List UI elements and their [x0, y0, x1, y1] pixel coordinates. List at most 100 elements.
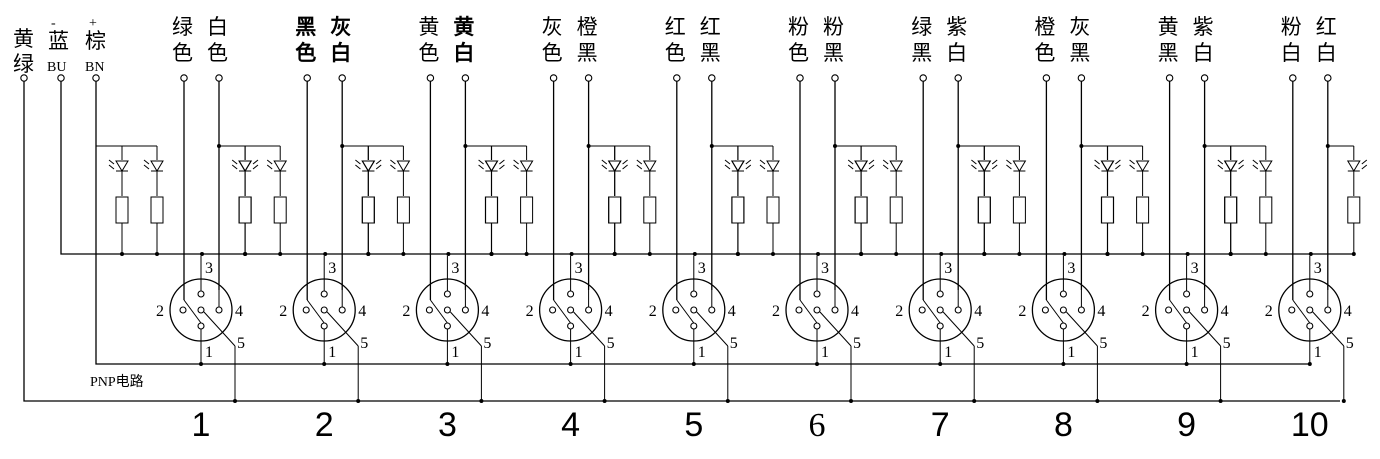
channel-3-minus-junction	[446, 252, 451, 256]
channel-6-led-3	[854, 146, 875, 256]
channel-3-led-3-ray-2	[499, 164, 505, 170]
channel-10-pin-3	[1306, 290, 1314, 298]
channel-8-feed-junction	[1079, 144, 1084, 148]
channel-8-led-2	[1006, 146, 1027, 256]
channel-1-minus-junction	[200, 252, 204, 256]
channel-1-led-2-junction	[155, 252, 159, 256]
channel-8-pin-5	[1059, 306, 1067, 314]
channel-2-feed-junction	[340, 144, 345, 148]
channel-8-led-2-ray-1	[1006, 159, 1012, 165]
channel-8-pin-2-label: 2	[1018, 303, 1026, 320]
channel-4-led-1-junction	[489, 252, 494, 256]
channel-6-ground-junction	[849, 399, 853, 403]
channel-10-pin-2-label: 2	[1265, 303, 1273, 320]
minus-terminal	[57, 74, 65, 82]
channel-4-pin-2-label: 2	[526, 303, 534, 320]
channel-6-led-2-resistor	[766, 196, 780, 224]
channel-8-led-1	[971, 146, 992, 256]
channel-6-plus-junction	[815, 362, 819, 366]
channel-4-ground-junction	[602, 399, 607, 403]
channel-2-pin-4	[338, 306, 346, 314]
channel-2-pin-1-label: 1	[328, 344, 336, 361]
channel-8-pin1-diag	[1045, 299, 1064, 324]
channel-7-pin1-diag	[922, 299, 941, 324]
channel-1-pin-3-label: 3	[205, 260, 213, 277]
channel-2-terminal-b	[338, 74, 346, 82]
channel-7-led-2-junction	[894, 252, 899, 256]
port-number-2: 2	[315, 406, 334, 444]
channel-3-pin-4-label: 4	[481, 303, 489, 320]
channel-9-pin-5-label: 5	[1223, 335, 1231, 352]
channel-5-led-1-resistor	[608, 196, 622, 224]
channel-1-pin-3	[197, 290, 205, 298]
channel-8-pin-1	[1059, 322, 1067, 330]
channel-5-ground-junction	[725, 399, 730, 403]
channel-7-led-2-resistor	[889, 196, 903, 224]
channel-9-pin-1	[1183, 322, 1191, 330]
channel-4-terminal-a	[549, 74, 558, 82]
channel-4-pin-1	[567, 322, 575, 330]
channel-2-led-1-junction	[243, 252, 248, 256]
channel-1-led-1-resistor	[115, 196, 129, 224]
channel-6-led-1-ray-2	[724, 164, 731, 170]
channel-4-led-1-resistor	[485, 196, 499, 224]
channel-6-led-1-triangle	[731, 160, 745, 172]
channel-1-feed-junction	[217, 144, 221, 148]
channel-3-led-1-junction	[366, 252, 371, 256]
channel-2-pin-3	[320, 290, 328, 298]
channel-10-led-1-ray-2	[1217, 164, 1224, 170]
channel-7-pin5-diag	[942, 311, 975, 347]
channel-8-led-3-resistor	[1100, 196, 1114, 224]
channel-9-feed-junction	[1202, 144, 1207, 148]
channel-10-led-3	[1346, 146, 1368, 256]
channel-10-led-2-ray-1	[1252, 159, 1259, 165]
channel-3-pin1-diag	[429, 299, 448, 324]
channel-9-plus-junction	[1184, 362, 1189, 366]
channel-5-feed-junction	[709, 144, 714, 148]
channel-4-led-2-ray-1	[513, 159, 519, 165]
channel-5-wire-b-label-1: 红	[700, 15, 721, 39]
channel-2-plus-junction	[322, 362, 327, 366]
channel-9-led-3	[1223, 146, 1244, 256]
channel-6-wire-a-label-1: 粉	[788, 15, 809, 39]
channel-1-pin-4-label: 4	[235, 303, 243, 320]
channel-7-led-2	[882, 146, 904, 256]
channel-10-led-1-resistor	[1224, 196, 1238, 224]
channel-2-minus-junction	[323, 252, 328, 256]
channel-10-led-2-resistor	[1259, 196, 1273, 224]
channel-3-pin-1	[443, 322, 451, 330]
channel-1-led-2-resistor	[150, 196, 164, 224]
port-number-5: 5	[684, 406, 703, 444]
channel-6-pin-4-label: 4	[851, 303, 859, 320]
channel-6-pin-2-label: 2	[772, 303, 780, 320]
channel-6-pin-3	[813, 290, 821, 298]
channel-2-led-1-triangle	[238, 160, 253, 172]
channel-5-pin5-diag	[696, 311, 729, 347]
channel-9-pin-2	[1165, 306, 1173, 314]
channel-9-led-3-ray-2	[1238, 164, 1244, 170]
channel-6-pin-4	[831, 306, 839, 314]
channel-3-led-2-ray-1	[390, 159, 396, 165]
channel-4-led-2-triangle	[519, 160, 534, 172]
channel-10-led-1-ray-1	[1217, 159, 1224, 165]
channel-9-pin-1-label: 1	[1191, 344, 1199, 361]
channel-3-led-2-triangle	[396, 160, 411, 172]
channel-4-led-1-ray-1	[478, 159, 484, 165]
channel-6-pin-1	[813, 322, 821, 330]
channel-8-wire-a-label-1: 橙	[1034, 15, 1055, 39]
circuit-label: PNP电路	[90, 374, 144, 390]
channel-7-wire-b-label-2: 白	[946, 41, 967, 65]
channel-5-pin-3-label: 3	[698, 260, 706, 277]
channel-10-terminal-b	[1324, 74, 1332, 82]
channel-5-led-1	[601, 146, 622, 256]
channel-6-wire-b-label-2: 黑	[823, 41, 844, 65]
channel-1-pin-5-label: 5	[237, 335, 245, 352]
channel-7-wire-a-label-2: 黑	[911, 41, 932, 65]
plus-label: 棕	[85, 29, 106, 53]
channel-8-led-1-ray-1	[971, 159, 977, 165]
